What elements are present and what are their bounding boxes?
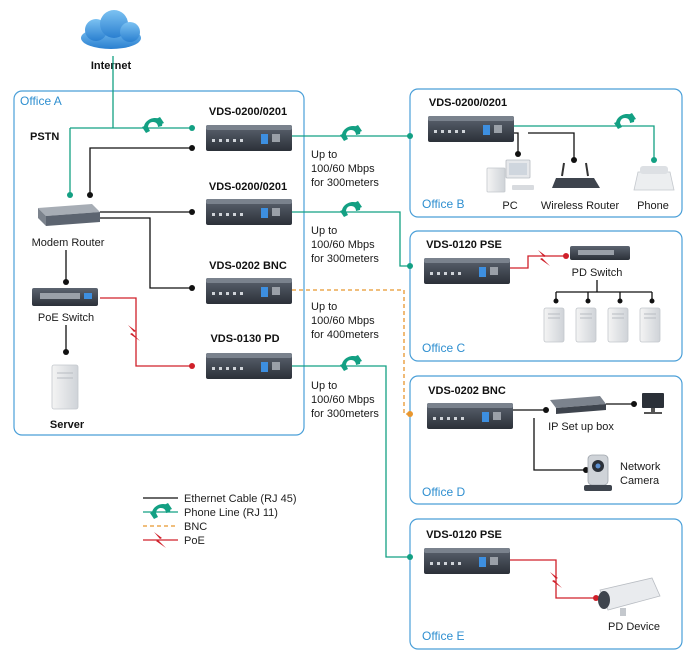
svg-text:for 300meters: for 300meters xyxy=(311,253,379,265)
cloud-icon xyxy=(81,10,141,49)
office-a-box xyxy=(13,90,305,436)
svg-text:100/60 Mbps: 100/60 Mbps xyxy=(311,163,375,175)
pd-switch-label: PD Switch xyxy=(572,267,623,279)
vds-c-label: VDS-0120 PSE xyxy=(426,239,502,251)
legend-phone: Phone Line (RJ 11) xyxy=(184,507,278,519)
network-camera-icon xyxy=(584,454,612,491)
poe-line-a xyxy=(100,297,192,367)
vds-e-device-icon xyxy=(424,548,510,574)
legend-bnc: BNC xyxy=(184,521,207,533)
ip-setup-box-label: IP Set up box xyxy=(548,421,614,433)
svg-text:for 300meters: for 300meters xyxy=(311,177,379,189)
office-e-label: Office E xyxy=(422,629,464,643)
link-caption-3: Up to 100/60 Mbps for 400meters xyxy=(311,301,379,341)
link-caption-2: Up to 100/60 Mbps for 300meters xyxy=(311,225,379,265)
network-camera-label-1: Network xyxy=(620,461,661,473)
svg-text:Up to: Up to xyxy=(311,149,337,161)
phone-handset-icon xyxy=(142,117,164,133)
vds-d-device-icon xyxy=(427,403,513,429)
modem-router-icon xyxy=(38,204,100,226)
internet-label: Internet xyxy=(91,60,132,72)
vds-a4-device-icon xyxy=(206,353,292,379)
vds-d-label: VDS-0202 BNC xyxy=(428,385,506,397)
vds-a1-label: VDS-0200/0201 xyxy=(209,106,287,118)
office-d-box xyxy=(409,375,683,505)
link-caption-4: Up to 100/60 Mbps for 300meters xyxy=(311,380,379,420)
svg-text:100/60 Mbps: 100/60 Mbps xyxy=(311,315,375,327)
poe-line-e xyxy=(510,559,596,599)
legend: Ethernet Cable (RJ 45) Phone Line (RJ 11… xyxy=(143,493,297,548)
svg-text:for 300meters: for 300meters xyxy=(311,408,379,420)
vds-c-device-icon xyxy=(424,258,510,284)
ip-setup-box-icon xyxy=(550,396,606,414)
office-a-label: Office A xyxy=(20,94,62,108)
pc-icon xyxy=(486,159,534,193)
pd-switch-icon xyxy=(570,246,630,260)
legend-phone-icon xyxy=(150,503,172,519)
legend-ethernet: Ethernet Cable (RJ 45) xyxy=(184,493,297,505)
wireless-router-icon xyxy=(552,162,600,188)
office-b-box xyxy=(409,88,683,218)
vds-a3-label: VDS-0202 BNC xyxy=(209,260,287,272)
phone-link-e xyxy=(292,365,410,558)
pd-client-icon xyxy=(639,307,661,343)
wireless-router-label: Wireless Router xyxy=(541,200,620,212)
svg-text:100/60 Mbps: 100/60 Mbps xyxy=(311,239,375,251)
office-b-label: Office B xyxy=(422,197,464,211)
pd-client-icon xyxy=(543,307,565,343)
pstn-label: PSTN xyxy=(30,131,59,143)
office-c-box xyxy=(409,230,683,362)
phone-icon xyxy=(633,166,675,191)
vds-a2-device-icon xyxy=(206,199,292,225)
vds-b-label: VDS-0200/0201 xyxy=(429,97,507,109)
office-e-box xyxy=(409,518,683,650)
pc-label: PC xyxy=(502,200,517,212)
monitor-icon xyxy=(642,393,664,414)
network-camera-label-2: Camera xyxy=(620,475,660,487)
svg-text:for 400meters: for 400meters xyxy=(311,329,379,341)
modem-router-label: Modem Router xyxy=(32,237,105,249)
vds-a2-label: VDS-0200/0201 xyxy=(209,181,287,193)
ethernet-modem-vds3 xyxy=(100,217,192,289)
office-d-label: Office D xyxy=(422,485,465,499)
vds-b-device-icon xyxy=(428,116,514,142)
server-label: Server xyxy=(50,419,85,431)
svg-text:Up to: Up to xyxy=(311,380,337,392)
vds-a1-device-icon xyxy=(206,125,292,151)
vds-a4-label: VDS-0130 PD xyxy=(210,333,279,345)
pd-client-icon xyxy=(575,307,597,343)
pd-device-camera-icon xyxy=(598,577,661,616)
server-icon xyxy=(51,364,79,410)
vds-e-label: VDS-0120 PSE xyxy=(426,529,502,541)
pd-client-icon xyxy=(607,307,629,343)
poe-switch-label: PoE Switch xyxy=(38,312,94,324)
svg-text:Up to: Up to xyxy=(311,225,337,237)
svg-text:Up to: Up to xyxy=(311,301,337,313)
poe-switch-icon xyxy=(32,288,98,306)
legend-poe: PoE xyxy=(184,535,205,547)
svg-text:100/60 Mbps: 100/60 Mbps xyxy=(311,394,375,406)
poe-bolt-icon xyxy=(128,325,140,341)
poe-line-c xyxy=(510,255,566,269)
pd-device-label: PD Device xyxy=(608,621,660,633)
office-c-label: Office C xyxy=(422,341,465,355)
link-caption-1: Up to 100/60 Mbps for 300meters xyxy=(311,149,379,189)
phone-label: Phone xyxy=(637,200,669,212)
vds-a3-device-icon xyxy=(206,278,292,304)
ethernet-modem-vds1 xyxy=(89,147,192,195)
